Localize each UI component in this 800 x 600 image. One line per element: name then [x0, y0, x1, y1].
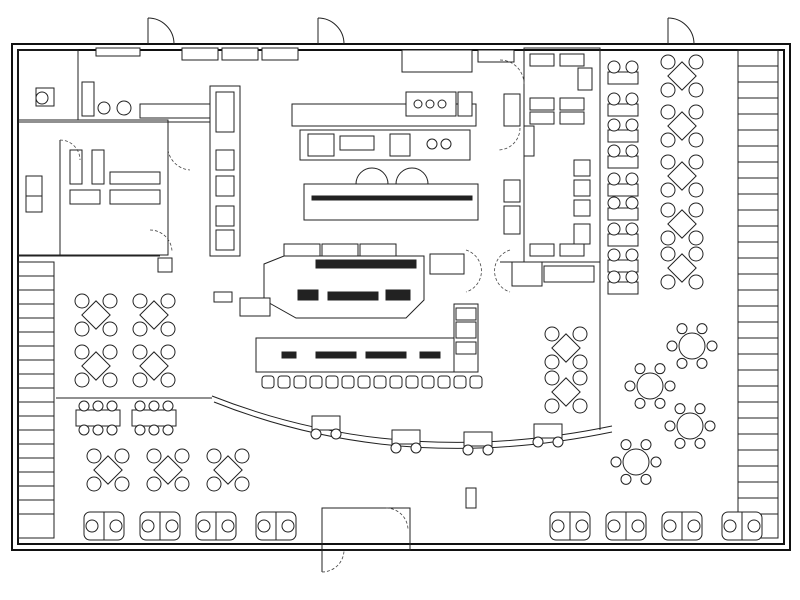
two-person-table [607, 144, 639, 169]
two-person-table [607, 222, 639, 247]
prep-storage [497, 47, 601, 263]
square-table-4 [660, 54, 704, 98]
two-person-table [390, 429, 422, 454]
square-table-4 [74, 344, 118, 388]
restrooms [17, 49, 211, 256]
square-table-4 [132, 344, 176, 388]
door-top-center [317, 17, 345, 45]
booth-wall-right [737, 49, 779, 539]
square-table-4 [75, 400, 121, 436]
square-table-4 [660, 154, 704, 198]
door-top-right [667, 17, 695, 45]
square-table-4 [146, 448, 190, 492]
two-person-table [607, 92, 639, 117]
square-table-4 [206, 448, 250, 492]
round-table-6 [666, 323, 718, 369]
two-person-table [607, 270, 639, 295]
interior-partitions [18, 48, 601, 430]
booth-table [83, 511, 125, 541]
two-person-table [462, 431, 494, 456]
round-table-6 [610, 439, 662, 485]
booth-table [605, 511, 647, 541]
two-person-table [607, 248, 639, 273]
two-person-tables [310, 60, 639, 456]
booth-table [549, 511, 591, 541]
entrance [321, 487, 477, 573]
two-person-table [607, 118, 639, 143]
square-table-4 [86, 448, 130, 492]
door-top-left [147, 17, 175, 45]
two-person-table [310, 415, 342, 440]
round-table-6 [664, 403, 716, 449]
cooking-line [291, 91, 479, 221]
square-tables [74, 54, 704, 492]
booth-table [139, 511, 181, 541]
square-table-4 [660, 104, 704, 148]
bar-counter [255, 303, 479, 373]
square-table-4 [131, 400, 177, 436]
service-line [157, 85, 241, 273]
two-person-table [607, 172, 639, 197]
round-tables [610, 323, 718, 485]
bar-stools [261, 375, 483, 389]
square-table-4 [660, 202, 704, 246]
square-table-4 [74, 293, 118, 337]
booth-wall-left [17, 261, 55, 539]
booth-table [195, 511, 237, 541]
booth-tables [83, 511, 763, 541]
square-table-4 [544, 370, 588, 414]
two-person-table [607, 60, 639, 85]
booth-table [721, 511, 763, 541]
square-table-4 [132, 293, 176, 337]
display-counter [213, 243, 595, 319]
square-table-4 [660, 246, 704, 290]
square-table-4 [544, 326, 588, 370]
booth-table [661, 511, 703, 541]
booth-table [255, 511, 297, 541]
top-shelving [95, 47, 515, 73]
two-person-table [532, 423, 564, 448]
round-table-6 [624, 363, 676, 409]
two-person-table [607, 196, 639, 221]
